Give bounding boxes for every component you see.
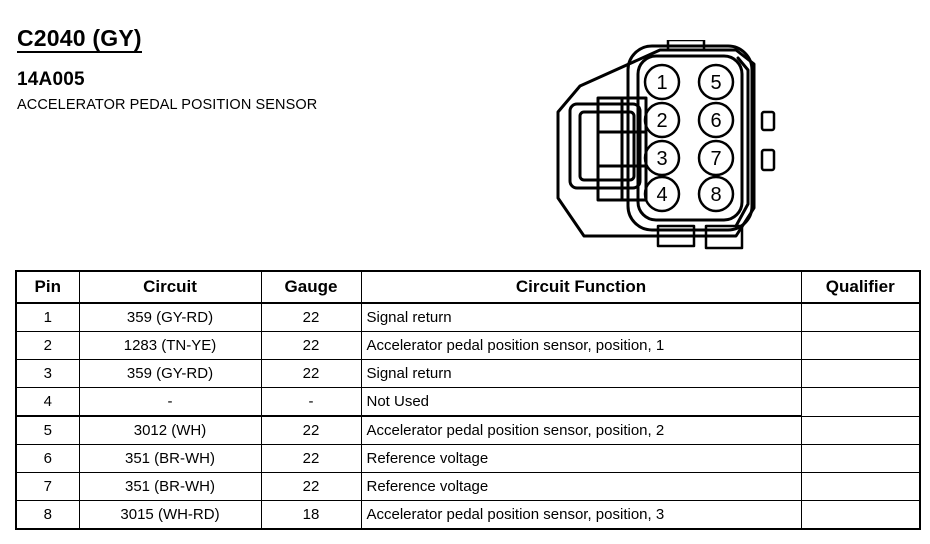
pin-label-5: 5 bbox=[710, 72, 721, 94]
cell-pin: 6 bbox=[15, 444, 80, 473]
pin-circle-8 bbox=[697, 175, 735, 213]
cell-qualifier bbox=[800, 415, 921, 445]
cell-circuit: 3015 (WH-RD) bbox=[78, 500, 262, 530]
cell-pin: 8 bbox=[15, 500, 80, 530]
pin-circle-7 bbox=[697, 139, 735, 177]
cell-pin: 5 bbox=[15, 415, 80, 445]
table-body: 1 359 (GY-RD) 22 Signal return 2 1283 (T… bbox=[15, 302, 921, 530]
pin-circle-6 bbox=[697, 101, 735, 139]
cell-gauge: 22 bbox=[260, 472, 362, 501]
top-tab bbox=[666, 40, 706, 52]
connector-diagram-svg: 1 2 3 4 5 6 7 8 bbox=[556, 40, 776, 250]
connector-id-title: C2040 (GY) bbox=[17, 26, 142, 54]
cell-circuit: 3012 (WH) bbox=[78, 415, 262, 445]
cell-qualifier bbox=[800, 472, 921, 501]
table-row: 2 1283 (TN-YE) 22 Accelerator pedal posi… bbox=[15, 331, 921, 360]
pin-label-1: 1 bbox=[656, 72, 667, 94]
cell-circuit: 359 (GY-RD) bbox=[78, 302, 262, 332]
pin-label-6: 6 bbox=[710, 110, 721, 132]
cell-circuit: 359 (GY-RD) bbox=[78, 359, 262, 388]
bottom-tab-left bbox=[656, 224, 696, 248]
bottom-tab-right bbox=[704, 224, 744, 250]
pin-assignment-table: Pin Circuit Gauge Circuit Function Quali… bbox=[15, 270, 921, 530]
cell-qualifier bbox=[800, 444, 921, 473]
connector-right-edge bbox=[734, 56, 750, 228]
pin-label-3: 3 bbox=[656, 148, 667, 170]
latch-inner bbox=[578, 110, 636, 182]
cell-qualifier bbox=[800, 387, 921, 417]
header-block: C2040 (GY) 14A005 ACCELERATOR PEDAL POSI… bbox=[17, 26, 417, 115]
pin-label-8: 8 bbox=[710, 184, 721, 206]
pin-table-container: Pin Circuit Gauge Circuit Function Quali… bbox=[15, 270, 921, 530]
cell-qualifier bbox=[800, 359, 921, 388]
cell-pin: 7 bbox=[15, 472, 80, 501]
pin-circle-5 bbox=[697, 63, 735, 101]
latch-outer bbox=[568, 102, 642, 190]
pin-label-4: 4 bbox=[656, 184, 667, 206]
component-name: ACCELERATOR PEDAL POSITION SENSOR bbox=[17, 97, 318, 114]
lock-slot-lower bbox=[760, 148, 776, 172]
cell-circuit: 351 (BR-WH) bbox=[78, 444, 262, 473]
connector-illustration: 1 2 3 4 5 6 7 8 bbox=[540, 40, 785, 250]
column-header-qualifier: Qualifier bbox=[800, 270, 921, 304]
column-header-pin: Pin bbox=[15, 270, 80, 304]
pin-circle-4 bbox=[643, 175, 681, 213]
pin-label-2: 2 bbox=[656, 110, 667, 132]
table-row: 6 351 (BR-WH) 22 Reference voltage bbox=[15, 444, 921, 473]
cell-pin: 2 bbox=[15, 331, 80, 360]
cell-function: Accelerator pedal position sensor, posit… bbox=[360, 500, 802, 530]
terminal-block-inner bbox=[636, 54, 744, 222]
column-header-circuit: Circuit bbox=[78, 270, 262, 304]
cell-gauge: 22 bbox=[260, 359, 362, 388]
lock-slot-upper bbox=[760, 110, 776, 132]
table-row: 5 3012 (WH) 22 Accelerator pedal positio… bbox=[15, 415, 921, 445]
table-row: 1 359 (GY-RD) 22 Signal return bbox=[15, 302, 921, 332]
pin-circle-1 bbox=[643, 63, 681, 101]
table-row: 3 359 (GY-RD) 22 Signal return bbox=[15, 359, 921, 388]
column-header-function: Circuit Function bbox=[360, 270, 802, 304]
cell-function: Signal return bbox=[360, 359, 802, 388]
cell-gauge: 22 bbox=[260, 302, 362, 332]
cell-circuit: 1283 (TN-YE) bbox=[78, 331, 262, 360]
cell-function: Accelerator pedal position sensor, posit… bbox=[360, 415, 802, 445]
cell-gauge: 22 bbox=[260, 331, 362, 360]
cell-qualifier bbox=[800, 302, 921, 332]
cell-qualifier bbox=[800, 331, 921, 360]
cell-gauge: 18 bbox=[260, 500, 362, 530]
cell-circuit: - bbox=[78, 387, 262, 417]
cell-qualifier bbox=[800, 500, 921, 530]
table-row: 4 - - Not Used bbox=[15, 387, 921, 417]
cell-pin: 1 bbox=[15, 302, 80, 332]
pin-label-7: 7 bbox=[710, 148, 721, 170]
cell-gauge: 22 bbox=[260, 415, 362, 445]
cell-function: Reference voltage bbox=[360, 444, 802, 473]
pin-circle-2 bbox=[643, 101, 681, 139]
cell-function: Signal return bbox=[360, 302, 802, 332]
cell-circuit: 351 (BR-WH) bbox=[78, 472, 262, 501]
cell-pin: 4 bbox=[15, 387, 80, 417]
cell-function: Reference voltage bbox=[360, 472, 802, 501]
cell-function: Accelerator pedal position sensor, posit… bbox=[360, 331, 802, 360]
connector-outer-flange bbox=[556, 48, 756, 238]
table-row: 7 351 (BR-WH) 22 Reference voltage bbox=[15, 472, 921, 501]
table-header-row: Pin Circuit Gauge Circuit Function Quali… bbox=[15, 270, 921, 304]
table-header: Pin Circuit Gauge Circuit Function Quali… bbox=[15, 270, 921, 304]
table-row: 8 3015 (WH-RD) 18 Accelerator pedal posi… bbox=[15, 500, 921, 530]
terminal-block-outer bbox=[626, 44, 754, 232]
cell-pin: 3 bbox=[15, 359, 80, 388]
cell-function: Not Used bbox=[360, 387, 802, 417]
cell-gauge: - bbox=[260, 387, 362, 417]
pin-circle-3 bbox=[643, 139, 681, 177]
cell-gauge: 22 bbox=[260, 444, 362, 473]
part-number: 14A005 bbox=[17, 69, 85, 91]
column-header-gauge: Gauge bbox=[260, 270, 362, 304]
